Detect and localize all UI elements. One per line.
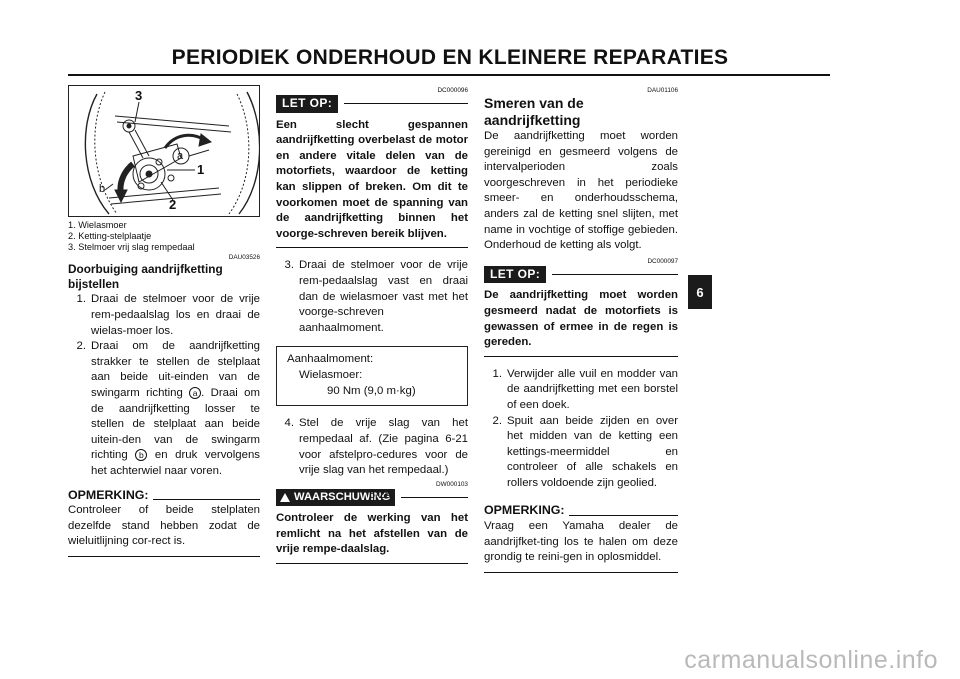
caution-text: Een slecht gespannen aandrijfketting ove… [276, 118, 468, 240]
warning-text: Controleer de werking van het remlicht n… [276, 512, 468, 556]
direction-mark-b: b [135, 449, 148, 462]
page-title: PERIODIEK ONDERHOUD EN KLEINERE REPARATI… [171, 46, 729, 69]
figure-caption: 1. Wielasmoer 2. Ketting-stelplaatje 3. … [68, 220, 260, 252]
caution-text: De aandrijfketting moet worden gesmeerd … [484, 289, 678, 349]
watermark: carmanualsonline.info [684, 646, 938, 674]
section-code: DAU01106 [647, 87, 678, 94]
intro-text: De aandrijfketting moet worden gereinigd… [484, 130, 678, 252]
caution-end-rule [484, 355, 678, 357]
caution-header: LET OP: [276, 95, 468, 113]
figure-rear-wheel: 3 a 1 b 2 [68, 85, 260, 217]
warning-code: DW000103 [436, 480, 468, 488]
warning-end-rule [276, 563, 468, 565]
item-text-part: Draai om de aandrijfketting strakker te … [91, 340, 260, 399]
caution-rule [344, 103, 468, 105]
column-3: DAU01106 Smeren van de aandrijfketting D… [484, 85, 678, 573]
warning-triangle-icon [280, 492, 290, 502]
note-text: Controleer of beide stelplaten dezelfde … [68, 504, 260, 548]
caption-2: 2. Ketting-stelplaatje [68, 230, 152, 241]
torque-label: Aanhaalmoment: [287, 353, 374, 366]
section-heading: Smeren van de aandrijfketting [484, 95, 584, 128]
item-number: 2. [492, 414, 503, 427]
callout-b: b [99, 183, 105, 195]
item-number: 3. [284, 259, 295, 272]
caption-3: 3. Stelmoer vrij slag rempedaal [68, 241, 195, 252]
note-end-rule [68, 555, 260, 557]
caution-end-rule [276, 247, 468, 249]
item-text: Draai de stelmoer voor de vrije rem-peda… [299, 259, 468, 334]
item-number: 1. [492, 367, 503, 380]
caution-rule [552, 274, 678, 276]
column-1: 3 a 1 b 2 1. Wielasmoer 2. Ketting-stelp… [68, 85, 260, 557]
chapter-tab: 6 [688, 275, 712, 309]
item-number: 1. [76, 293, 87, 306]
column-2: DC000096 LET OP: Een slecht gespannen aa… [276, 85, 469, 565]
note-end-rule [484, 571, 678, 573]
item-number: 4. [284, 417, 295, 430]
section-code: DC000096 [437, 87, 468, 94]
note-header: OPMERKING: [68, 488, 260, 504]
caption-1: 1. Wielasmoer [68, 220, 127, 230]
section-heading: Doorbuiging aandrijfketting bijstellen [68, 262, 223, 292]
warning-header: WAARSCHUWING [276, 488, 468, 507]
note-label: OPMERKING: [68, 487, 149, 502]
warning-label-box: WAARSCHUWING [276, 488, 396, 507]
torque-sub-label: Wielasmoer: [299, 369, 363, 382]
caution-label: LET OP: [484, 265, 547, 284]
note-label: OPMERKING: [484, 503, 565, 518]
note-rule [152, 499, 260, 501]
page-number: 6-26 [368, 489, 392, 501]
list-item: 1. Verwijder alle vuil en modder van de … [484, 367, 679, 414]
direction-mark-a: a [189, 386, 202, 399]
note-rule [568, 515, 678, 517]
note-header: OPMERKING: [484, 503, 678, 519]
list-item: 4. Stel de vrije slag van het rempedaal … [276, 416, 469, 478]
warning-rule [401, 496, 468, 498]
list-item: 3. Draai de stelmoer voor de vrije rem-p… [276, 258, 469, 336]
list-item: 2. Draai om de aandrijfketting strakker … [68, 339, 261, 479]
note-text: Vraag een Yamaha dealer de aandrijfket-t… [484, 520, 678, 564]
item-text: Stel de vrije slag van het rempedaal af.… [299, 417, 468, 477]
title-rule [68, 74, 830, 76]
warning-label: WAARSCHUWING [294, 490, 391, 503]
item-text-part: en druk vervolgens het achterwiel naar v… [91, 449, 260, 477]
list-item: 2. Spuit aan beide zijden en over het mi… [484, 414, 679, 492]
caution-header: LET OP: [484, 265, 678, 284]
item-text: Draai de stelmoer voor de vrije rem-peda… [91, 293, 260, 337]
callout-2: 2 [169, 197, 176, 212]
torque-spec-box: Aanhaalmoment: Wielasmoer: 90 Nm (9,0 m·… [276, 346, 468, 407]
item-text: Spuit aan beide zijden en over het midde… [507, 414, 678, 489]
torque-value: 90 Nm (9,0 m·kg) [327, 385, 416, 398]
item-text: Verwijder alle vuil en modder van de aan… [507, 367, 678, 411]
list-item: 1. Draai de stelmoer voor de vrije rem-p… [68, 292, 261, 339]
item-text: Draai om de aandrijfketting strakker te … [91, 339, 260, 479]
callout-3: 3 [135, 88, 142, 103]
caution-label: LET OP: [276, 95, 339, 113]
callout-1: 1 [197, 162, 204, 177]
callout-a: a [177, 150, 184, 162]
item-text-part: . Draai om de aandrijfketting losser te … [91, 386, 260, 462]
item-number: 2. [76, 340, 87, 353]
rear-wheel-illustration: 3 a 1 b 2 [84, 88, 259, 215]
caution-code: DC000097 [647, 257, 678, 265]
section-code: DAU03526 [228, 254, 260, 262]
